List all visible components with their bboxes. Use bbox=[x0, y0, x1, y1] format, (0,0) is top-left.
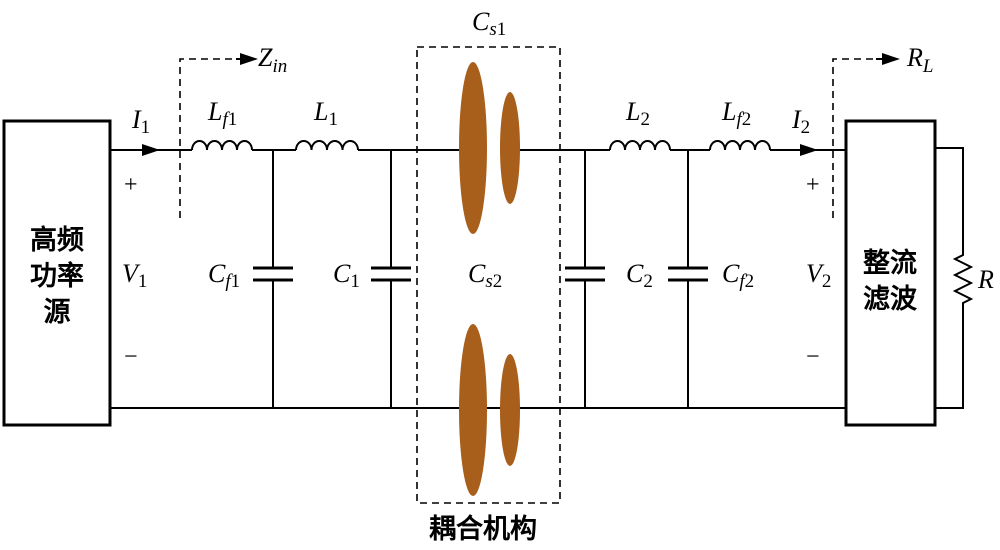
source-label-line1: 高频 bbox=[30, 224, 84, 256]
source-label-line2: 功率 bbox=[30, 260, 84, 292]
inductor-icon bbox=[609, 140, 671, 151]
capacitor-icon bbox=[668, 150, 708, 408]
label-Zin: Zin bbox=[258, 43, 287, 77]
label-C2: C2 bbox=[626, 259, 653, 292]
coupler-label: 耦合机构 bbox=[429, 513, 537, 545]
label-C1: C1 bbox=[333, 259, 360, 292]
label-Lf2: Lf2 bbox=[721, 97, 751, 130]
rectifier-filter-block bbox=[844, 119, 937, 427]
coupling-plates-bottom bbox=[459, 324, 520, 496]
resistor-icon bbox=[935, 147, 974, 409]
capacitor-icon bbox=[371, 150, 411, 408]
inductor-icon bbox=[295, 140, 359, 151]
label-RL: RL bbox=[906, 43, 933, 77]
label-L1: L1 bbox=[313, 97, 338, 130]
plate-bottom-right bbox=[500, 354, 520, 466]
label-I1: I1 bbox=[131, 105, 150, 138]
inductor-icon bbox=[191, 140, 253, 151]
label-Cs2: Cs2 bbox=[468, 259, 502, 292]
capacitor-icon bbox=[565, 150, 605, 408]
label-R: R bbox=[977, 265, 994, 294]
capacitor-icon bbox=[253, 150, 293, 408]
coupling-plates-top bbox=[459, 62, 520, 234]
arrow-icon bbox=[142, 144, 160, 156]
label-L2: L2 bbox=[625, 97, 650, 130]
label-Cs1: Cs1 bbox=[472, 7, 506, 40]
inductor-icon bbox=[709, 140, 771, 151]
hf-power-source-block bbox=[2, 119, 112, 427]
arrow-icon bbox=[800, 144, 818, 156]
plus-sign-v1: + bbox=[124, 172, 138, 198]
label-I2: I2 bbox=[791, 105, 810, 138]
rectifier-label-line2: 滤波 bbox=[863, 284, 918, 315]
minus-sign-v1: − bbox=[124, 344, 138, 370]
plate-top-left bbox=[459, 62, 487, 234]
label-Cf1: Cf1 bbox=[208, 259, 240, 292]
label-Lf1: Lf1 bbox=[207, 97, 237, 130]
source-label-line3: 源 bbox=[44, 297, 71, 328]
plus-sign-v2: + bbox=[806, 172, 820, 198]
plate-bottom-left bbox=[459, 324, 487, 496]
label-Cf2: Cf2 bbox=[722, 259, 754, 292]
zin-marker bbox=[179, 53, 258, 218]
label-V2: V2 bbox=[806, 259, 831, 292]
rectifier-label-line1: 整流 bbox=[863, 248, 917, 279]
rl-marker bbox=[832, 53, 900, 218]
plate-top-right bbox=[500, 92, 520, 204]
minus-sign-v2: − bbox=[806, 344, 820, 370]
label-V1: V1 bbox=[122, 259, 147, 292]
